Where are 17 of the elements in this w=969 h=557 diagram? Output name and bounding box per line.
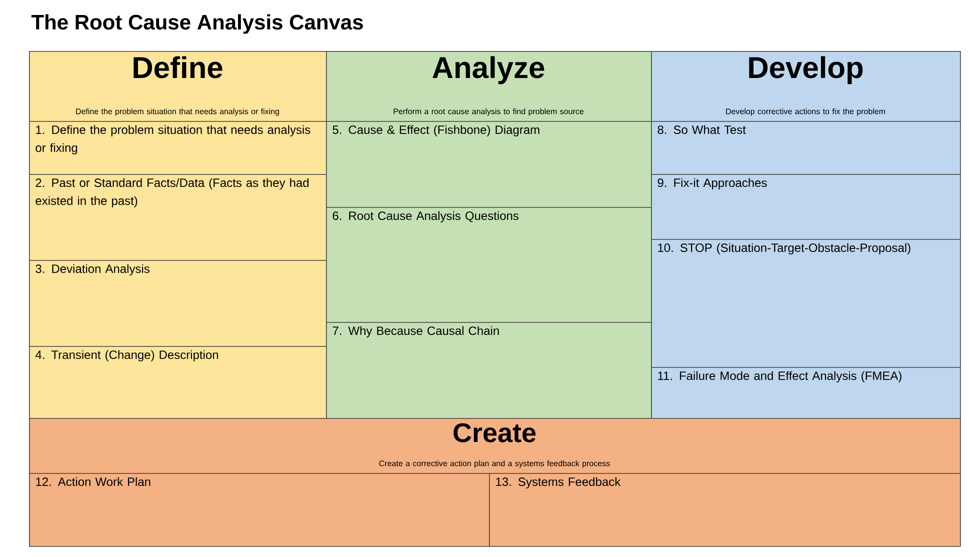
canvas-cell: 2. Past or Standard Facts/Data (Facts as they had existed in the past) [29,174,327,261]
canvas-cell: 8. So What Test [651,121,961,175]
title: The Root Cause Analysis Canvas [31,14,363,34]
canvas-cell: 11. Failure Mode and Effect Analysis (FMEA) [651,367,961,419]
canvas-cell: 9. Fix-it Approaches [651,174,961,240]
canvas-cell: 4. Transient (Change) Description [29,346,327,419]
section-header: Analyze Perform a root cause analysis to find problem source [326,51,652,122]
canvas-cell: 13. Systems Feedback [489,473,961,547]
canvas-cell: 1. Define the problem situation that needs analysis or fixing [29,121,327,175]
section-header: Define Define the problem situation that needs analysis or fixing [29,51,327,122]
canvas-cell: 6. Root Cause Analysis Questions [326,207,652,323]
section-header: Develop Develop corrective actions to fix the problem [651,51,961,122]
canvas-cell: 5. Cause & Effect (Fishbone) Diagram [326,121,652,208]
section-header: Create Create a corrective action plan and a systems feedback process [29,418,961,474]
canvas-cell: 7. Why Because Causal Chain [326,322,652,419]
canvas-cell: 12. Action Work Plan [29,473,490,547]
canvas-cell: 3. Deviation Analysis [29,260,327,347]
